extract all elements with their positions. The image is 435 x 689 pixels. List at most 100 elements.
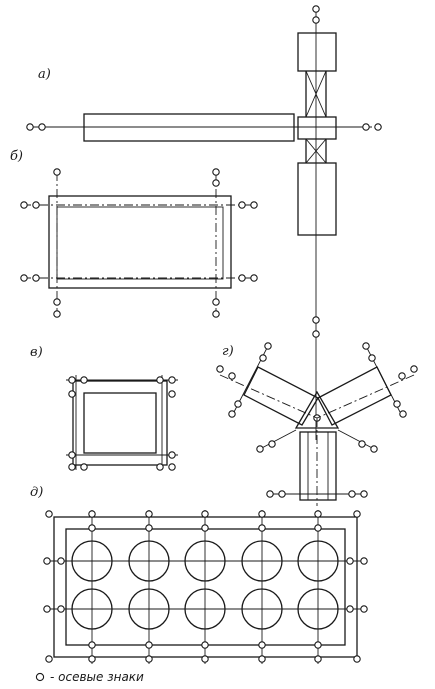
axis-marker	[88, 510, 96, 518]
axis-marker	[212, 168, 220, 176]
building-v-outer	[72, 380, 168, 466]
axis-marker	[266, 490, 274, 498]
axis-marker	[360, 490, 368, 498]
tank	[297, 588, 339, 630]
axis-marker	[45, 655, 53, 663]
axis-marker	[314, 641, 322, 649]
axis-marker	[314, 510, 322, 518]
axis-marker	[264, 342, 272, 350]
axis-marker	[259, 354, 267, 362]
lattice-section-lower	[305, 138, 327, 164]
axis-marker	[43, 605, 51, 613]
axis-marker	[53, 298, 61, 306]
axis-marker	[312, 16, 320, 24]
axis-marker	[238, 274, 246, 282]
tower-block-middle	[297, 116, 337, 140]
axis-marker	[32, 274, 40, 282]
axis-marker	[145, 524, 153, 532]
axis-marker	[80, 376, 88, 384]
tank	[71, 588, 113, 630]
figure-a	[26, 5, 382, 440]
tank	[184, 540, 226, 582]
label-v: в)	[30, 345, 43, 360]
axis-marker	[258, 655, 266, 663]
axis-marker	[88, 655, 96, 663]
axis-marker	[314, 655, 322, 663]
axis-marker	[88, 524, 96, 532]
axis-marker	[88, 641, 96, 649]
legend-axis-marker-icon	[35, 672, 45, 682]
axis-marker	[212, 298, 220, 306]
axis-marker	[216, 365, 224, 373]
axis-marker	[360, 605, 368, 613]
building-v-inner	[83, 392, 157, 454]
building-d-outer	[53, 516, 358, 658]
axis-marker	[201, 641, 209, 649]
tower-block-bottom	[297, 162, 337, 236]
building-b-outer	[48, 195, 232, 289]
axis-marker	[250, 274, 258, 282]
label-b: б)	[10, 149, 23, 164]
axis-marker	[374, 123, 382, 131]
central-triangle	[294, 390, 340, 429]
axis-marker	[168, 451, 176, 459]
axis-marker	[32, 201, 40, 209]
axis-marker	[20, 274, 28, 282]
axis-marker	[353, 655, 361, 663]
axis-marker	[398, 372, 406, 380]
building-g-left-wing	[243, 366, 319, 426]
axis-marker	[346, 557, 354, 565]
axis-marker	[258, 510, 266, 518]
label-g: г)	[222, 344, 234, 359]
axis-marker	[258, 641, 266, 649]
figure-d	[43, 510, 368, 664]
axis-marker	[201, 655, 209, 663]
axis-marker	[228, 410, 236, 418]
axis-marker	[410, 365, 418, 373]
axis-marker	[358, 440, 366, 448]
horizontal-building	[83, 113, 295, 142]
tank	[184, 588, 226, 630]
building-g-bottom-wing	[299, 431, 337, 501]
tank	[128, 588, 170, 630]
label-d: д)	[30, 485, 43, 500]
axis-marker	[370, 445, 378, 453]
axis-marker	[312, 5, 320, 13]
axis-marker	[45, 510, 53, 518]
lattice-section-upper	[305, 70, 327, 118]
axis-marker	[212, 179, 220, 187]
axis-marker	[38, 123, 46, 131]
axis-marker	[312, 316, 320, 324]
axis-marker	[26, 123, 34, 131]
building-g-right-wing	[317, 366, 392, 426]
figure-g	[216, 342, 418, 506]
axis-marker	[346, 605, 354, 613]
axis-marker	[57, 605, 65, 613]
axis-marker	[278, 490, 286, 498]
axis-marker	[145, 641, 153, 649]
tank	[241, 588, 283, 630]
axis-marker	[312, 330, 320, 338]
axis-marker	[156, 463, 164, 471]
axis-marker	[168, 390, 176, 398]
axis-marker	[68, 376, 76, 384]
axis-marker	[256, 445, 264, 453]
figure-v	[66, 375, 178, 471]
legend: - осевые знаки	[35, 670, 144, 684]
axis-marker	[145, 510, 153, 518]
axis-marker	[228, 372, 236, 380]
axis-marker	[238, 201, 246, 209]
axis-marker	[399, 410, 407, 418]
axis-marker	[212, 310, 220, 318]
tower-block-top	[297, 32, 337, 72]
axis-marker	[68, 451, 76, 459]
tank	[128, 540, 170, 582]
axis-marker	[168, 463, 176, 471]
axis-marker	[268, 440, 276, 448]
axis-marker	[168, 376, 176, 384]
axis-marker	[360, 557, 368, 565]
axis-marker	[57, 557, 65, 565]
axis-marker	[156, 376, 164, 384]
axis-marker	[314, 524, 322, 532]
figure-b	[20, 168, 258, 318]
